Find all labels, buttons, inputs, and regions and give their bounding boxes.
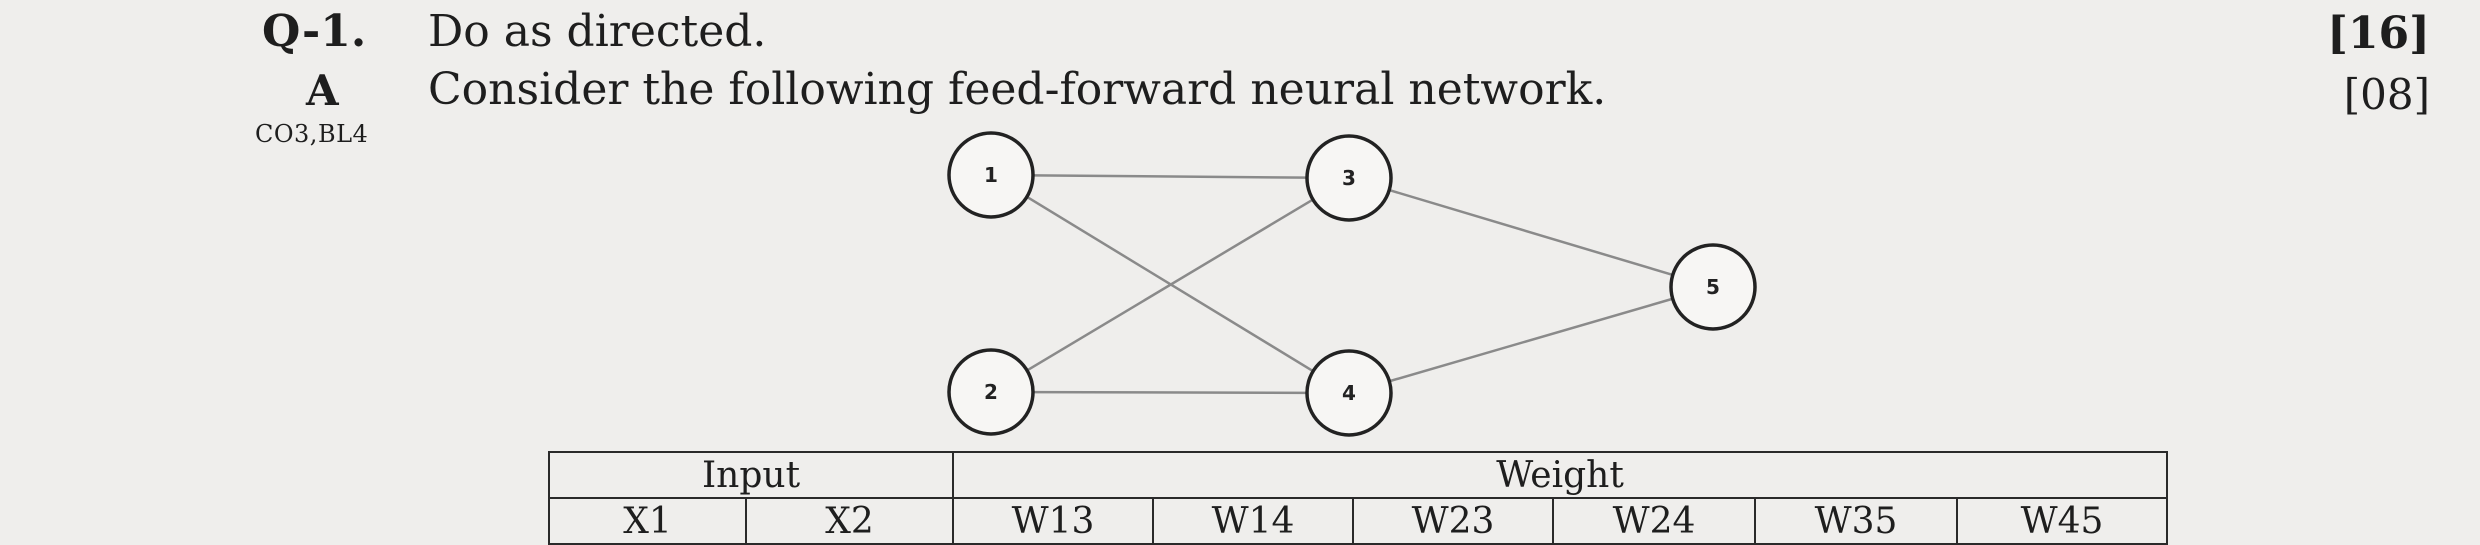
column-header-w45: W45 xyxy=(1956,497,2169,545)
question-number: Q-1. xyxy=(262,6,367,57)
course-outcome-tag: CO3,BL4 xyxy=(255,120,369,148)
node-label-3: 3 xyxy=(1342,166,1356,190)
column-header-w14: W14 xyxy=(1152,497,1355,545)
weight-group-header: Weight xyxy=(952,451,2169,499)
column-header-x2: X2 xyxy=(744,497,955,545)
column-header-w13: W13 xyxy=(952,497,1155,545)
network-nodes: 1 2 3 4 5 xyxy=(947,131,1757,437)
subquestion-label: A xyxy=(306,66,339,115)
question-marks: [16] xyxy=(2327,8,2430,59)
edge-4-5 xyxy=(1388,297,1674,383)
network-edges xyxy=(1026,174,1674,395)
node-4 xyxy=(1305,349,1393,437)
node-2 xyxy=(947,348,1035,436)
edge-2-4 xyxy=(1032,390,1308,395)
neural-network-diagram: 1 2 3 4 5 xyxy=(947,131,1757,437)
edge-1-3 xyxy=(1032,174,1308,179)
node-label-5: 5 xyxy=(1706,275,1720,299)
subquestion-text: Consider the following feed-forward neur… xyxy=(428,64,1607,115)
subquestion-marks: [08] xyxy=(2343,70,2430,119)
node-label-4: 4 xyxy=(1342,381,1356,405)
node-1 xyxy=(947,131,1035,219)
column-header-w35: W35 xyxy=(1754,497,1959,545)
edge-2-3 xyxy=(1026,198,1314,372)
input-weight-table: Input Weight X1 X2 W13 W14 W23 W24 W35 W… xyxy=(547,451,2169,545)
input-group-header: Input xyxy=(547,451,955,499)
node-5 xyxy=(1669,243,1757,331)
node-label-2: 2 xyxy=(984,380,998,404)
edge-3-5 xyxy=(1388,188,1674,277)
node-label-1: 1 xyxy=(984,163,998,187)
column-header-w23: W23 xyxy=(1352,497,1555,545)
node-3 xyxy=(1305,134,1393,222)
column-header-x1: X1 xyxy=(548,497,747,545)
question-instruction: Do as directed. xyxy=(428,6,767,57)
column-header-w24: W24 xyxy=(1552,497,1757,545)
